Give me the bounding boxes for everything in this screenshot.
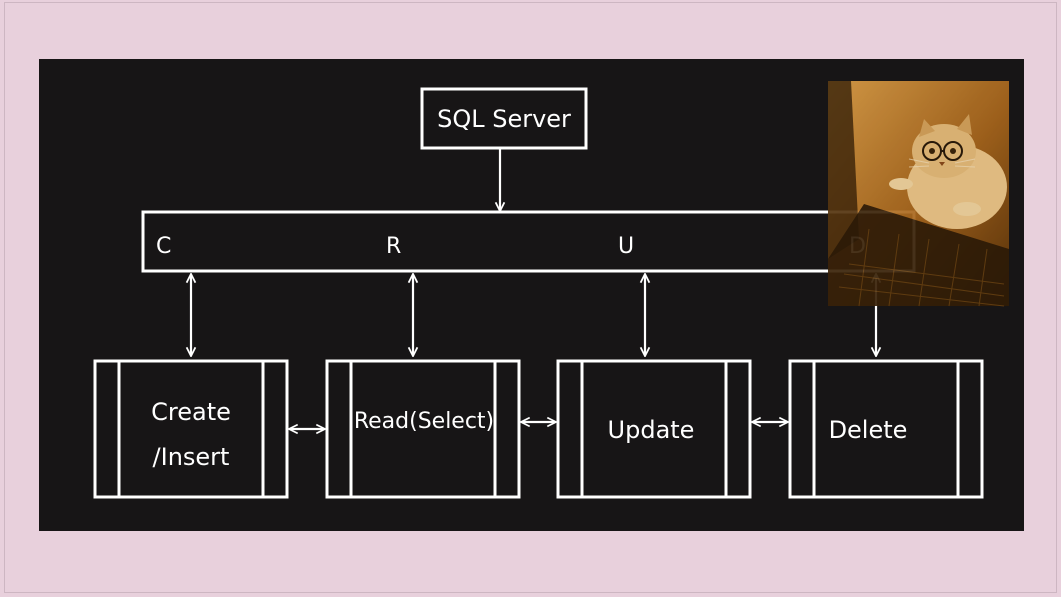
crud-letter-c: C <box>156 234 171 259</box>
op-box-delete: Delete <box>788 359 984 499</box>
sql-server-box <box>420 87 588 150</box>
op-create-line1: Create <box>151 398 231 426</box>
crud-bar <box>141 210 916 273</box>
crud-letter-r: R <box>386 234 401 259</box>
op-box-create: Create /Insert <box>93 359 289 499</box>
op-box-read: Read(Select) <box>325 359 521 499</box>
op-update-label: Update <box>608 416 695 444</box>
sql-server-label: SQL Server <box>437 105 571 133</box>
cat-photo <box>828 81 1009 307</box>
op-delete-label: Delete <box>829 416 908 444</box>
op-read-label: Read(Select) <box>354 409 494 434</box>
crud-diagram: SQL Server C R U D Create /Insert Read(S… <box>93 81 1009 499</box>
slide-frame <box>4 2 1057 593</box>
diagram-panel: SQL Server C R U D Create /Insert Read(S… <box>39 59 1024 531</box>
op-box-update: Update <box>556 359 752 499</box>
crud-letter-u: U <box>618 234 634 259</box>
op-create-line2: /Insert <box>153 443 230 471</box>
